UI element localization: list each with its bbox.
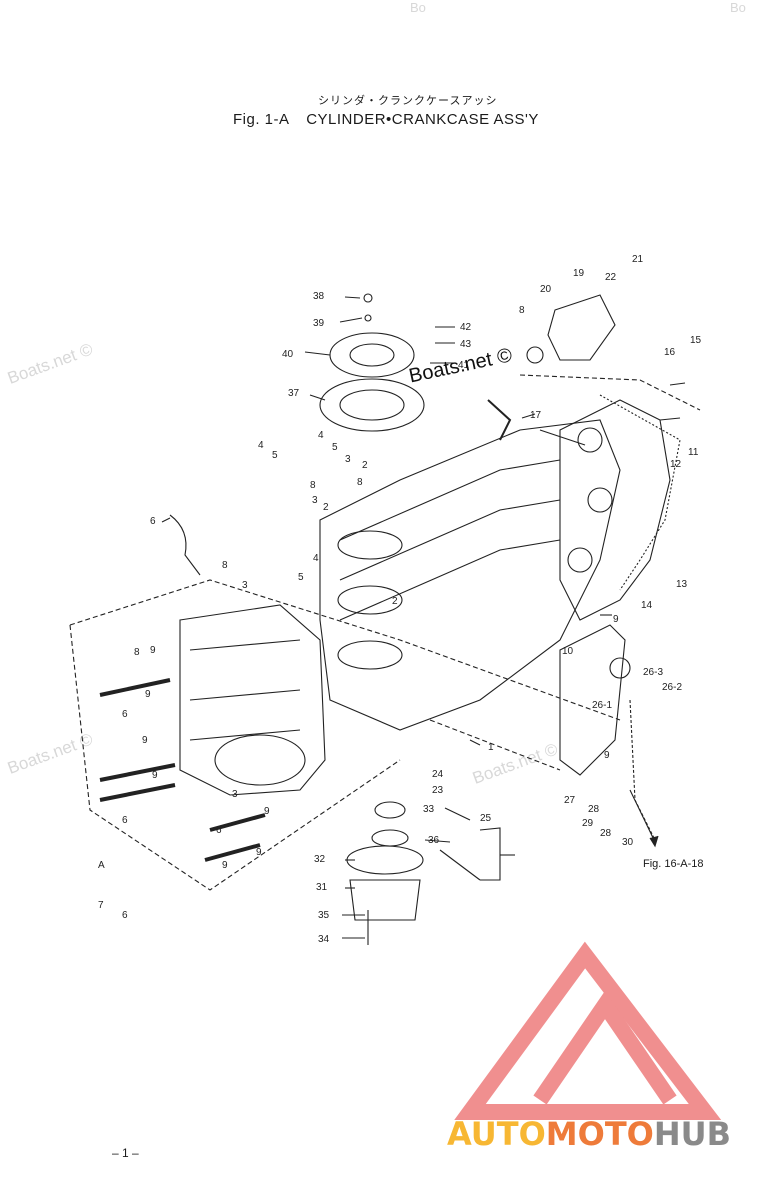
callout-9-right: 9 (613, 614, 619, 625)
callout-28-a: 28 (588, 804, 600, 815)
callout-26-3: 26-3 (643, 667, 663, 678)
callout-2-c: 2 (392, 596, 398, 607)
callout-24: 24 (432, 769, 444, 780)
callout-4-c: 4 (313, 553, 319, 564)
callout-12: 12 (670, 459, 682, 470)
callout-4-b: 4 (318, 430, 324, 441)
gasket (319, 378, 425, 432)
watermark-top: Bo (410, 0, 426, 15)
callout-2-a: 2 (362, 460, 368, 471)
thermostat-cover (547, 294, 616, 361)
callout-37: 37 (288, 388, 300, 399)
callout-40: 40 (282, 349, 294, 360)
figure-title-text: CYLINDER•CRANKCASE ASS'Y (306, 111, 539, 128)
callout-1: 1 (488, 742, 494, 753)
watermark-top-right: Bo (730, 0, 746, 15)
callout-26-1: 26-1 (592, 700, 612, 711)
japanese-title: シリンダ・クランクケースアッシ (318, 94, 498, 107)
callout-26-2: 26-2 (662, 682, 682, 693)
callout-6-c: 6 (122, 815, 128, 826)
callout-9-d: 9 (142, 735, 148, 746)
figure-number: Fig. 1-A (233, 111, 290, 128)
callout-9-c: 9 (145, 689, 151, 700)
callout-31: 31 (316, 882, 328, 893)
callout-6-b: 6 (122, 709, 128, 720)
callout-10: 10 (562, 646, 574, 657)
callout-6-hose: 6 (150, 516, 156, 527)
callout-32: 32 (314, 854, 326, 865)
logo-hub: HUB (653, 1115, 732, 1153)
logo-wordmark: AUTOMOTOHUB (447, 1115, 731, 1153)
cover-plate (329, 332, 415, 378)
callout-17: 17 (530, 410, 542, 421)
callout-20: 20 (540, 284, 552, 295)
side-cover (559, 624, 626, 776)
callout-39: 39 (313, 318, 325, 329)
callout-11: 11 (688, 447, 699, 458)
callout-8-e: 8 (134, 647, 140, 658)
logo-moto: MOTO (545, 1115, 654, 1153)
callout-16: 16 (664, 347, 676, 358)
callout-36: 36 (428, 835, 440, 846)
callout-33: 33 (423, 804, 435, 815)
callout-6-e: 6 (122, 910, 128, 921)
callout-5-c: 5 (298, 572, 304, 583)
callout-28-b: 28 (600, 828, 612, 839)
logo-triangle (454, 941, 722, 1120)
callout-8-d: 8 (222, 560, 228, 571)
figure-title: Fig. 1-A CYLINDER•CRANKCASE ASS'Y (233, 111, 539, 128)
callout-41: 41 (458, 360, 470, 371)
callout-8-top: 8 (519, 305, 525, 316)
callout-9-b: 9 (150, 645, 156, 656)
callout-3-d: 3 (232, 789, 238, 800)
callout-34: 34 (318, 934, 330, 945)
callout-19: 19 (573, 268, 585, 279)
callout-2-b: 2 (323, 502, 329, 513)
callout-3-a: 3 (345, 454, 351, 465)
callout-42: 42 (460, 322, 472, 333)
callout-8-c: 8 (357, 477, 363, 488)
callout-23: 23 (432, 785, 444, 796)
callout-9-g: 9 (256, 847, 262, 858)
page-number: – 1 – (112, 1146, 139, 1160)
callout-15: 15 (690, 335, 702, 346)
callout-13: 13 (676, 579, 688, 590)
pump-housing (349, 879, 421, 921)
callout-9-f: 9 (264, 806, 270, 817)
logo-auto: AUTO (447, 1115, 546, 1153)
crankcase-half (179, 604, 326, 796)
callout-29: 29 (582, 818, 594, 829)
callout-6-d: 6 (216, 825, 222, 836)
callout-A: A (98, 860, 105, 871)
callout-8-b: 8 (310, 480, 316, 491)
callout-25: 25 (480, 813, 492, 824)
figure-reference: Fig. 16-A-18 (643, 858, 704, 870)
callout-5-b: 5 (332, 442, 338, 453)
callout-38: 38 (313, 291, 325, 302)
callout-27: 27 (564, 795, 576, 806)
callout-22: 22 (605, 272, 617, 283)
callout-9-e: 9 (152, 770, 158, 781)
seal-ring (346, 845, 424, 875)
callout-3-c: 3 (242, 580, 248, 591)
callout-9-i: 9 (604, 750, 610, 761)
callout-9-h: 9 (222, 860, 228, 871)
callout-3-b: 3 (312, 495, 318, 506)
callout-4-a: 4 (258, 440, 264, 451)
callout-43: 43 (460, 339, 472, 350)
callout-21: 21 (632, 254, 644, 265)
callout-14: 14 (641, 600, 653, 611)
callout-30: 30 (622, 837, 634, 848)
callout-35: 35 (318, 910, 330, 921)
callout-7: 7 (98, 900, 104, 911)
head-cover (559, 399, 671, 621)
callout-5-a: 5 (272, 450, 278, 461)
